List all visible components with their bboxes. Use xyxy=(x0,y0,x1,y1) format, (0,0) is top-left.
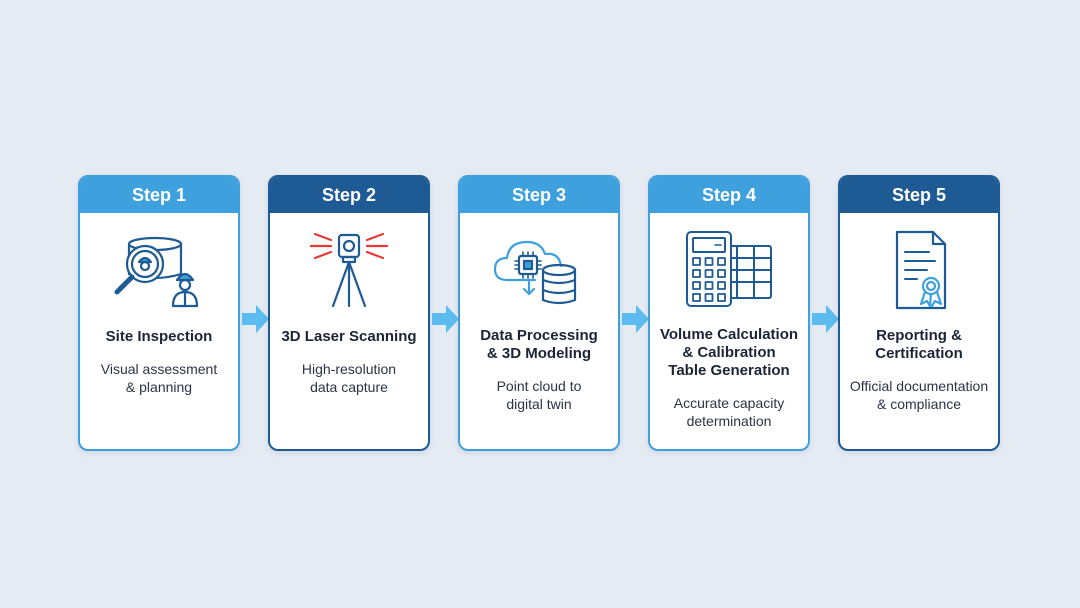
step-title: Volume Calculation & Calibration Table G… xyxy=(659,326,799,379)
step-description: Visual assessment & planning xyxy=(100,361,218,395)
step-card-5: Step 5 Reporting & Certification Officia… xyxy=(838,175,1000,451)
step-title: Data Processing & 3D Modeling xyxy=(480,327,598,362)
step-card-3: Step 3 xyxy=(458,175,620,451)
cloud-processing-icon xyxy=(460,229,618,311)
certificate-icon xyxy=(840,229,998,311)
step-title: Site Inspection xyxy=(105,328,213,345)
arrow-right-icon xyxy=(812,305,839,333)
step-description: Point cloud to digital twin xyxy=(496,378,582,412)
arrow-right-icon xyxy=(622,305,649,333)
arrow-right-icon xyxy=(242,305,269,333)
step-title: 3D Laser Scanning xyxy=(281,328,417,345)
step-header: Step 5 xyxy=(840,177,998,213)
step-description: Accurate capacity determination xyxy=(673,395,785,429)
step-title: Reporting & Certification xyxy=(875,327,963,362)
step-header: Step 4 xyxy=(650,177,808,213)
laser-scanner-icon xyxy=(270,229,428,311)
step-header: Step 3 xyxy=(460,177,618,213)
step-description: Official documentation & compliance xyxy=(849,378,989,412)
inspection-icon xyxy=(80,229,238,311)
calculator-table-icon xyxy=(650,229,808,311)
step-header: Step 1 xyxy=(80,177,238,213)
step-header: Step 2 xyxy=(270,177,428,213)
step-card-2: Step 2 3D Laser Scanning High-resol xyxy=(268,175,430,451)
step-card-4: Step 4 Volume Calculation & Calibratio xyxy=(648,175,810,451)
arrow-right-icon xyxy=(432,305,459,333)
step-card-1: Step 1 Site Inspection V xyxy=(78,175,240,451)
step-description: High-resolution data capture xyxy=(301,361,397,395)
